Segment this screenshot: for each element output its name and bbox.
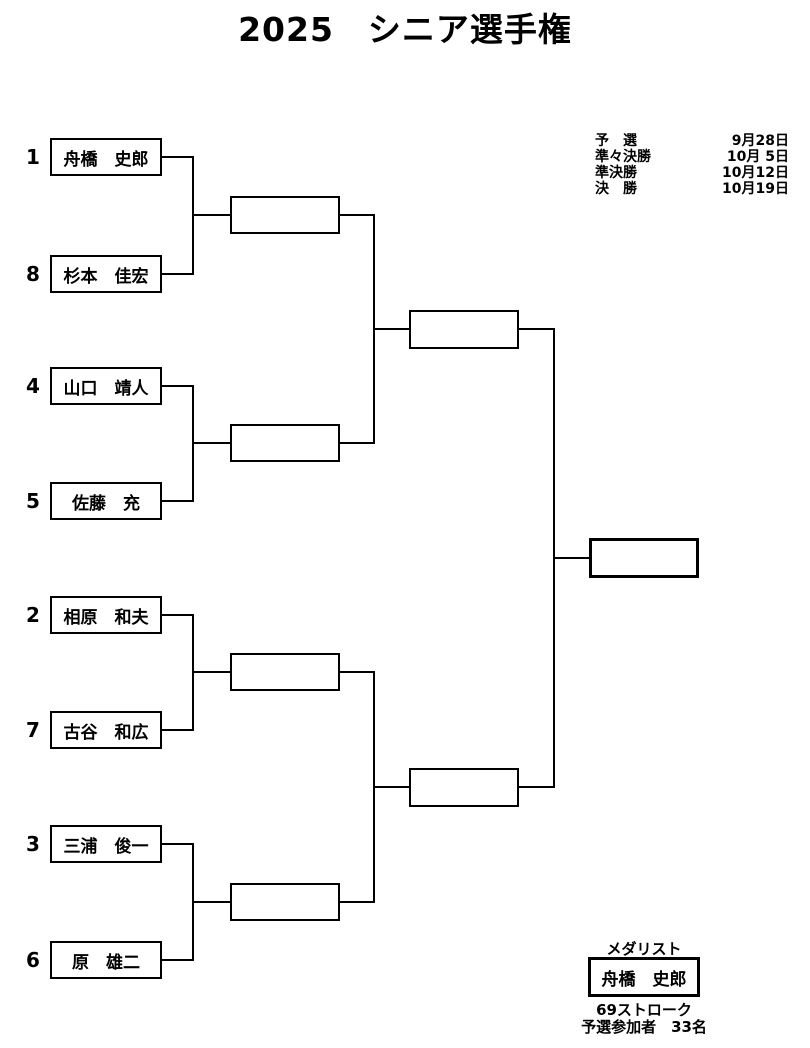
- seed-number: 4: [26, 374, 40, 398]
- round-label: 予 選: [595, 133, 637, 149]
- schedule-row: 準決勝 10月12日: [595, 165, 789, 181]
- semifinal-winner-box: [409, 310, 519, 349]
- schedule-row: 予 選 9月28日: [595, 133, 789, 149]
- schedule-row: 準々決勝 10月 5日: [595, 149, 789, 165]
- connector-line: [162, 156, 194, 158]
- page-title: 2025 シニア選手権: [238, 10, 572, 49]
- player-box: 杉本 佳宏: [50, 255, 162, 293]
- champion-box: [589, 538, 699, 578]
- quarterfinal-winner-box: [230, 883, 340, 921]
- connector-line: [340, 442, 375, 444]
- round-date: 10月 5日: [726, 149, 789, 165]
- connector-line: [162, 500, 194, 502]
- medalist-name-box: 舟橋 史郎: [588, 957, 700, 997]
- player-box: 山口 靖人: [50, 367, 162, 405]
- seed-number: 5: [26, 489, 40, 513]
- player-box: 原 雄二: [50, 941, 162, 979]
- connector-line: [162, 843, 194, 845]
- connector-line: [553, 557, 589, 559]
- connector-line: [340, 901, 375, 903]
- connector-line: [192, 442, 230, 444]
- medalist-label: メダリスト: [606, 940, 682, 958]
- seed-number: 7: [26, 718, 40, 742]
- connector-line: [340, 671, 375, 673]
- qualifier-participants: 予選参加者 33名: [581, 1018, 707, 1036]
- connector-line: [192, 901, 230, 903]
- round-label: 準々決勝: [595, 149, 651, 165]
- round-date: 10月19日: [722, 181, 789, 197]
- seed-number: 6: [26, 948, 40, 972]
- connector-line: [519, 786, 555, 788]
- schedule-row: 決 勝 10月19日: [595, 181, 789, 197]
- connector-line: [162, 385, 194, 387]
- quarterfinal-winner-box: [230, 196, 340, 234]
- round-label: 準決勝: [595, 165, 637, 181]
- player-box: 三浦 俊一: [50, 825, 162, 863]
- player-box: 舟橋 史郎: [50, 138, 162, 176]
- connector-line: [162, 614, 194, 616]
- round-date: 10月12日: [722, 165, 789, 181]
- round-date: 9月28日: [731, 133, 789, 149]
- player-box: 佐藤 充: [50, 482, 162, 520]
- connector-line: [162, 273, 194, 275]
- quarterfinal-winner-box: [230, 424, 340, 462]
- quarterfinal-winner-box: [230, 653, 340, 691]
- connector-line: [162, 729, 194, 731]
- round-label: 決 勝: [595, 181, 637, 197]
- connector-line: [373, 786, 409, 788]
- seed-number: 1: [26, 145, 40, 169]
- player-box: 相原 和夫: [50, 596, 162, 634]
- seed-number: 2: [26, 603, 40, 627]
- connector-line: [340, 214, 375, 216]
- seed-number: 3: [26, 832, 40, 856]
- connector-line: [162, 959, 194, 961]
- connector-line: [192, 671, 230, 673]
- schedule-table: 予 選 9月28日 準々決勝 10月 5日 準決勝 10月12日 決 勝 10月…: [595, 133, 789, 197]
- seed-number: 8: [26, 262, 40, 286]
- connector-line: [192, 214, 230, 216]
- connector-line: [373, 328, 409, 330]
- connector-line: [519, 328, 555, 330]
- medalist-score: 69ストローク: [596, 1001, 692, 1019]
- player-box: 古谷 和広: [50, 711, 162, 749]
- semifinal-winner-box: [409, 768, 519, 807]
